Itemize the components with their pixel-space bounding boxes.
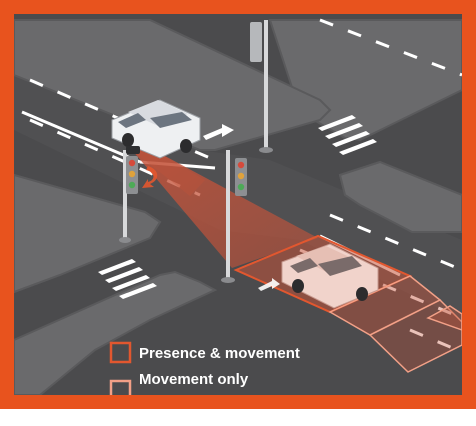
legend-label-movement: Movement only [139, 371, 249, 388]
radar-sensor-icon [126, 146, 140, 154]
legend-label-presence: Presence & movement [139, 345, 300, 362]
